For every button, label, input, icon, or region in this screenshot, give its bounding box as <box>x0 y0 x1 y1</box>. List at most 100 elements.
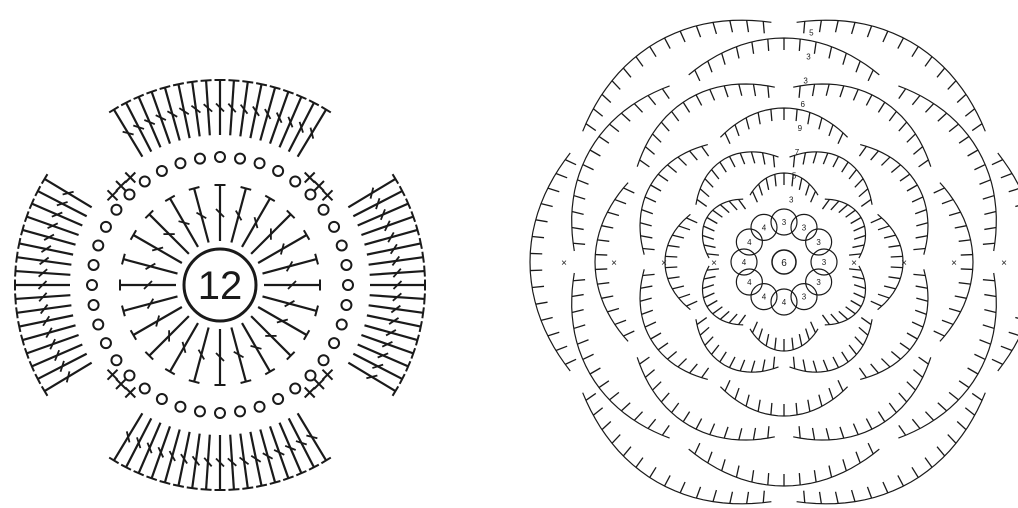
petal-arc <box>793 84 931 167</box>
petal-stitch <box>912 197 923 202</box>
petal-stitch <box>866 419 872 430</box>
petal-stitch <box>740 360 744 371</box>
petal-stitch <box>712 345 719 354</box>
round3-stitch <box>240 434 254 489</box>
petal-stitch <box>843 53 846 64</box>
petal-stitch <box>799 178 801 190</box>
petal-stitch <box>868 70 873 81</box>
petal-stitch <box>710 89 715 100</box>
petal-stitch <box>822 315 829 325</box>
round1-stitch <box>264 280 320 291</box>
round3-stitch <box>289 418 319 469</box>
round3-stitch <box>298 413 331 463</box>
petal-stitch <box>855 337 863 346</box>
edge-marker: × <box>901 258 907 269</box>
row-label: 9 <box>798 124 803 133</box>
petal-stitch <box>623 68 631 77</box>
round1-stitch <box>215 185 226 241</box>
round3-stitch <box>240 81 253 136</box>
petal-stitch <box>645 370 654 378</box>
petal-stitch <box>729 314 737 323</box>
petal-stitch <box>713 210 723 217</box>
round3-stitch <box>289 100 319 151</box>
petal-stitch <box>678 359 687 367</box>
petal-stitch <box>532 286 544 287</box>
single-crochet-mark <box>314 379 324 389</box>
round3-stitch <box>201 435 212 490</box>
chain-stitch <box>290 384 300 394</box>
petal-stitch <box>572 212 584 215</box>
round3-stitch <box>42 363 92 396</box>
petal-stitch <box>724 427 728 438</box>
petal-stitch <box>900 174 910 181</box>
petal-stitch <box>590 150 600 156</box>
petal-stitch <box>607 309 619 312</box>
petal-stitch <box>937 447 945 456</box>
petal-stitch <box>899 425 906 435</box>
petal-stitch <box>696 419 702 430</box>
petal-stitch <box>820 20 822 32</box>
petal-stitch <box>853 89 858 100</box>
petal-stitch <box>829 125 833 136</box>
petal-stitch <box>949 392 958 399</box>
row-label: 5 <box>792 172 797 181</box>
petal-stitch <box>650 467 656 477</box>
petal-stitch <box>852 277 864 279</box>
petal-stitch <box>680 482 685 493</box>
petal-stitch <box>607 212 619 215</box>
chain-stitch <box>319 355 329 365</box>
petal-stitch <box>565 160 576 165</box>
petal-stitch <box>640 160 650 167</box>
center-label: 6 <box>781 258 787 269</box>
round3-stitch <box>25 335 79 359</box>
single-crochet-mark <box>108 190 118 200</box>
round3-stitch <box>187 434 200 489</box>
chain-stitch <box>329 222 339 232</box>
round3-stitch <box>15 266 70 277</box>
round1-stitch <box>215 329 226 385</box>
petal-arc <box>637 357 775 440</box>
petal-stitch <box>612 435 620 444</box>
petal-stitch <box>759 329 763 340</box>
inner-loop-label: 3 <box>816 278 821 287</box>
round3-stitch <box>270 426 294 480</box>
chain-stitch <box>175 158 185 168</box>
chain-stitch <box>341 260 351 270</box>
left-diagram-group: 12 <box>15 80 425 490</box>
round3-stitch <box>160 86 180 140</box>
petal-stitch <box>811 322 816 333</box>
petal-stitch <box>751 361 754 373</box>
round3-stitch <box>18 315 73 332</box>
petal-stitch <box>898 38 904 49</box>
petal-stitch <box>833 357 839 368</box>
petal-stitch <box>919 160 929 167</box>
petal-stitch <box>959 283 971 284</box>
petal-stitch <box>842 352 848 362</box>
petal-stitch <box>642 210 653 214</box>
petal-stitch <box>891 165 900 173</box>
petal-stitch <box>992 359 1003 364</box>
petal-stitch <box>667 165 676 173</box>
petal-stitch <box>736 47 739 59</box>
petal-stitch <box>697 318 707 325</box>
petal-stitch <box>572 295 584 297</box>
petal-stitch <box>722 459 725 470</box>
petal-stitch <box>813 84 815 96</box>
petal-stitch <box>768 426 769 438</box>
petal-stitch <box>556 346 567 350</box>
inner-loop-label: 3 <box>822 258 827 267</box>
petal-stitch <box>942 320 953 324</box>
inner-loop-label: 4 <box>762 223 767 232</box>
petal-stitch <box>826 428 829 440</box>
petal-stitch <box>697 199 707 206</box>
petal-stitch <box>871 218 882 223</box>
petal-stitch <box>653 134 662 142</box>
petal-stitch <box>651 185 661 191</box>
petal-stitch <box>768 86 769 98</box>
petal-stitch <box>915 210 926 214</box>
petal-stitch <box>668 245 680 247</box>
petal-stitch <box>942 200 953 204</box>
petal-stitch <box>678 157 687 165</box>
petal-stitch <box>846 210 856 217</box>
petal-stitch <box>763 21 764 33</box>
